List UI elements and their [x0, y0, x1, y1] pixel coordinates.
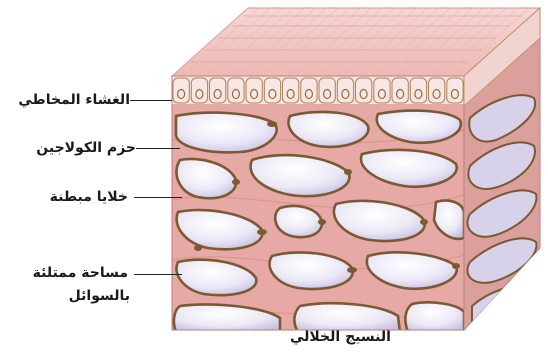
label-mucosa: الغشاء المخاطي — [18, 89, 130, 111]
mucosa-cell — [447, 78, 463, 103]
mucosa-cell — [191, 78, 207, 103]
label-fluid-space-line2: بالسوائل — [69, 285, 130, 307]
leader-lining-cells — [134, 197, 182, 198]
mucosa-cell — [173, 78, 189, 103]
mucosa-cell — [429, 78, 445, 103]
front-face — [172, 76, 464, 332]
mucosa-cell — [392, 78, 408, 103]
label-lining-cells: خلايا مبطنة — [50, 186, 128, 208]
label-collagen: حزم الكولاجين — [36, 137, 136, 159]
mucosa-cell — [228, 78, 244, 103]
leader-mucosa — [130, 100, 172, 101]
mucosa-cell — [356, 78, 372, 103]
mucosa-cell — [319, 78, 335, 103]
mucosa-cell — [210, 78, 226, 103]
mucosa-cell — [301, 78, 317, 103]
leader-collagen — [136, 148, 180, 149]
label-fluid-space-line1: مساحة ممتلئة — [33, 262, 128, 284]
collagen-network — [172, 104, 464, 332]
mucosa-cell — [264, 78, 280, 103]
mucosa-cell — [246, 78, 262, 103]
mucosa-cells-row — [172, 76, 464, 106]
mucosa-cell — [283, 78, 299, 103]
label-tissue: النسيج الخلالي — [290, 326, 391, 348]
mucosa-cell — [374, 78, 390, 103]
leader-fluid-space — [134, 274, 182, 275]
mucosa-cell — [410, 78, 426, 103]
mucosa-cell — [337, 78, 353, 103]
